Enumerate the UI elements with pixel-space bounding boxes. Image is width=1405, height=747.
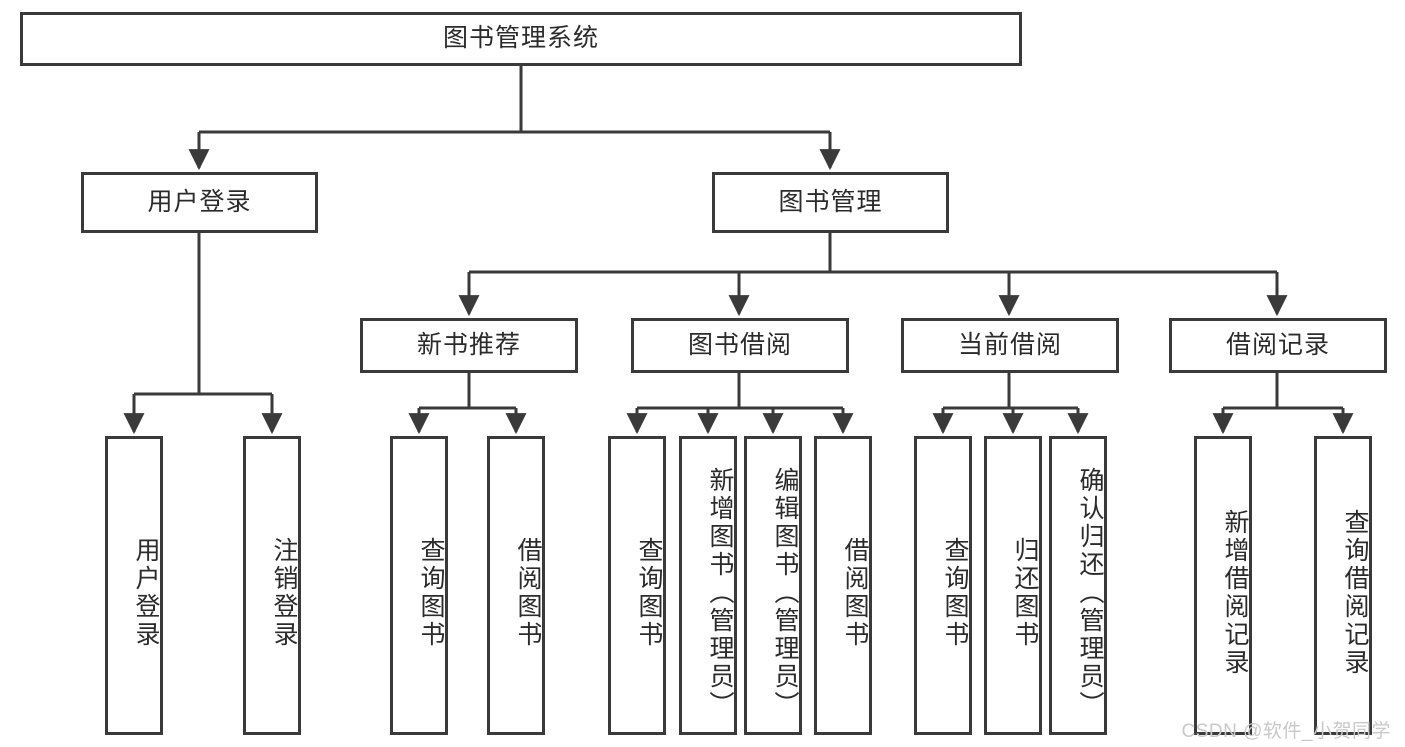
leaf-book-borrow-edit-book-admin[interactable]: 编辑图书（管理员） — [744, 436, 802, 735]
node-label: 确认归还（管理员） — [1076, 466, 1104, 719]
node-root-book-management-system[interactable]: 图书管理系统 — [20, 12, 1022, 66]
node-label: 用户登录 — [132, 536, 160, 649]
node-label: 归还图书 — [1011, 536, 1039, 649]
node-user-login[interactable]: 用户登录 — [81, 172, 318, 233]
leaf-new-book-borrow-book[interactable]: 借阅图书 — [487, 436, 545, 735]
leaf-book-borrow-add-book-admin[interactable]: 新增图书（管理员） — [679, 436, 737, 735]
leaf-new-book-query-book[interactable]: 查询图书 — [390, 436, 448, 735]
leaf-user-login-login[interactable]: 用户登录 — [105, 436, 163, 735]
node-label: 查询借阅记录 — [1341, 508, 1369, 677]
node-label: 查询图书 — [417, 536, 445, 649]
node-label: 借阅图书 — [514, 536, 542, 649]
node-book-borrow[interactable]: 图书借阅 — [631, 318, 849, 373]
node-label: 查询图书 — [635, 536, 663, 649]
leaf-current-borrow-query-book[interactable]: 查询图书 — [914, 436, 972, 735]
leaf-user-login-logout[interactable]: 注销登录 — [243, 436, 301, 735]
node-new-book-recommend[interactable]: 新书推荐 — [360, 318, 578, 373]
leaf-current-borrow-return-book[interactable]: 归还图书 — [984, 436, 1042, 735]
leaf-book-borrow-borrow-book[interactable]: 借阅图书 — [814, 436, 872, 735]
node-label: 图书管理系统 — [442, 24, 599, 53]
node-current-borrow[interactable]: 当前借阅 — [901, 318, 1119, 373]
leaf-borrow-record-add-record[interactable]: 新增借阅记录 — [1194, 436, 1252, 735]
watermark-text: CSDN @软件_小贺同学 — [1181, 721, 1391, 742]
node-book-management[interactable]: 图书管理 — [712, 172, 949, 233]
node-label: 新书推荐 — [416, 330, 521, 359]
leaf-current-borrow-confirm-return-admin[interactable]: 确认归还（管理员） — [1049, 436, 1107, 735]
node-label: 用户登录 — [147, 187, 252, 216]
leaf-book-borrow-query-book[interactable]: 查询图书 — [608, 436, 666, 735]
node-label: 借阅记录 — [1225, 330, 1330, 359]
node-label: 编辑图书（管理员） — [771, 466, 799, 719]
node-label: 新增图书（管理员） — [706, 466, 734, 719]
node-label: 新增借阅记录 — [1221, 508, 1249, 677]
node-label: 当前借阅 — [957, 330, 1062, 359]
node-borrow-record[interactable]: 借阅记录 — [1169, 318, 1387, 373]
node-label: 图书管理 — [778, 187, 883, 216]
node-label: 图书借阅 — [687, 330, 792, 359]
node-label: 注销登录 — [270, 536, 298, 649]
leaf-borrow-record-query-record[interactable]: 查询借阅记录 — [1314, 436, 1372, 735]
node-label: 查询图书 — [941, 536, 969, 649]
node-label: 借阅图书 — [841, 536, 869, 649]
